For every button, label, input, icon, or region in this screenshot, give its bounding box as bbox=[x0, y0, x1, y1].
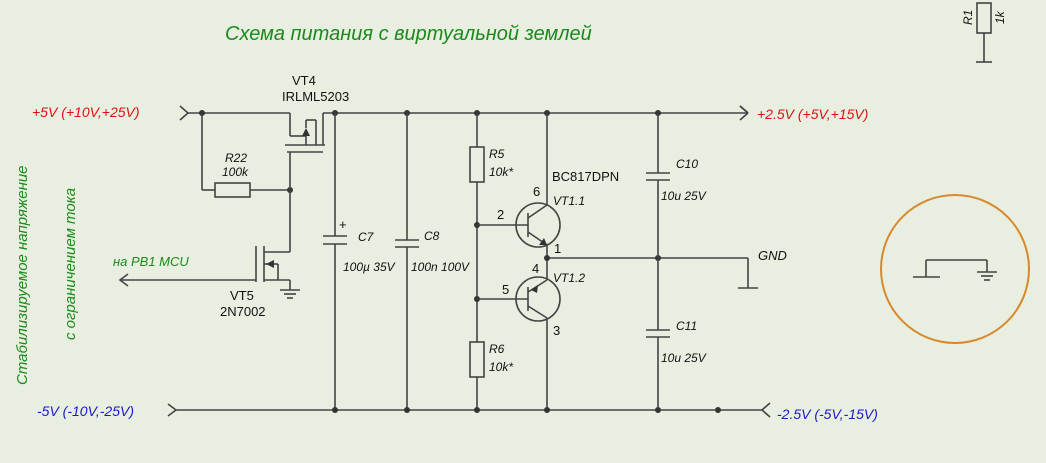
r5-resistor bbox=[469, 146, 485, 183]
neg-output-label: -2.5V (-5V,-15V) bbox=[777, 406, 878, 422]
highlight-circle bbox=[880, 194, 1030, 344]
r5-name: R5 bbox=[489, 147, 505, 161]
c8-name: C8 bbox=[424, 229, 440, 243]
vt1-2-name: VT1.2 bbox=[553, 271, 585, 285]
c10-value: 10u 25V bbox=[661, 189, 707, 203]
side-label-line2: с ограничением тока bbox=[62, 188, 79, 340]
gnd-label: GND bbox=[758, 248, 787, 263]
neg-input-arrow bbox=[167, 403, 178, 417]
c11-name: C11 bbox=[676, 319, 697, 333]
vt4-name: VT4 bbox=[292, 73, 316, 88]
pin-6: 6 bbox=[533, 184, 540, 199]
c8-value: 100n 100V bbox=[411, 260, 470, 274]
r1-name: R1 bbox=[961, 10, 975, 25]
r1-resistor bbox=[976, 2, 992, 34]
r22-name: R22 bbox=[225, 151, 247, 165]
pin-5: 5 bbox=[502, 282, 509, 297]
mcu-arrow bbox=[118, 273, 129, 287]
schematic-title: Схема питания с виртуальной землей bbox=[225, 23, 592, 45]
pos-input-arrow bbox=[179, 105, 190, 121]
r22-resistor bbox=[214, 182, 251, 198]
r6-value: 10k* bbox=[489, 360, 513, 374]
vt4-part: IRLML5203 bbox=[282, 89, 349, 104]
c7-value: 100µ 35V bbox=[343, 260, 396, 274]
c10-name: C10 bbox=[676, 157, 698, 171]
c7-plus: + bbox=[339, 217, 347, 232]
vt5-part: 2N7002 bbox=[220, 304, 266, 319]
r1-value: 1k bbox=[993, 10, 1007, 24]
pin-4: 4 bbox=[532, 261, 539, 276]
pin-1: 1 bbox=[554, 241, 561, 256]
side-label-line1: Стабилизируемое напряжение bbox=[14, 165, 31, 385]
r22-value: 100k bbox=[222, 165, 249, 179]
pin-3: 3 bbox=[553, 323, 560, 338]
neg-input-label: -5V (-10V,-25V) bbox=[37, 403, 134, 419]
r6-resistor bbox=[469, 341, 485, 378]
c7-name: C7 bbox=[358, 230, 375, 244]
r6-name: R6 bbox=[489, 342, 505, 356]
pos-output-label: +2.5V (+5V,+15V) bbox=[757, 106, 868, 122]
r5-value: 10k* bbox=[489, 165, 513, 179]
vt5-name: VT5 bbox=[230, 288, 254, 303]
pos-input-label: +5V (+10V,+25V) bbox=[32, 104, 140, 120]
c11-value: 10u 25V bbox=[661, 351, 707, 365]
pin-2: 2 bbox=[497, 207, 504, 222]
vt1-1-name: VT1.1 bbox=[553, 194, 585, 208]
mcu-label: на PB1 MCU bbox=[113, 254, 189, 269]
bc817-part: BC817DPN bbox=[552, 169, 619, 184]
neg-output-arrow bbox=[761, 402, 771, 411]
